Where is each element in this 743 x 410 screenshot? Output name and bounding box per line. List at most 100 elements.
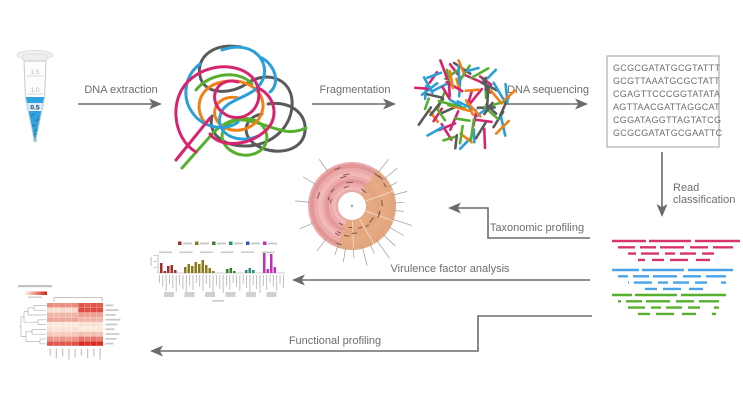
heatmap-col-label-smudge — [68, 348, 70, 360]
heatmap-cell — [78, 326, 85, 332]
heatmap-col-label-smudge — [55, 348, 58, 359]
bar — [163, 271, 166, 273]
bar — [191, 266, 194, 273]
heatmap-col-label-smudge — [80, 348, 83, 356]
bar — [160, 263, 163, 273]
heatmap-col-label-smudge — [74, 348, 76, 358]
bar — [273, 267, 276, 273]
dna-fragment-segment — [485, 103, 498, 115]
sequence-box-border — [606, 55, 720, 148]
heatmap-cell — [84, 326, 91, 332]
heatmap-cell — [90, 307, 97, 313]
bar-xlabel-smudge — [249, 275, 251, 292]
bar-legend-text-smudge — [251, 242, 260, 245]
functional-profiling-label: Functional profiling — [289, 335, 381, 347]
heatmap-cell — [72, 326, 79, 332]
dna-fragment-segment — [439, 59, 449, 81]
taxo-tick — [330, 188, 335, 193]
bar — [187, 264, 190, 273]
bar-ytick-smudge — [153, 255, 157, 256]
heatmap-col-bracket — [53, 297, 103, 302]
heatmap-col-label-smudge — [99, 348, 101, 360]
taxo-tick — [346, 181, 354, 184]
heatmap-cell — [59, 317, 66, 322]
bar-xlabel-smudge — [279, 275, 281, 284]
heatmap-cell — [59, 322, 66, 327]
bar — [170, 265, 173, 273]
dna-fragment-segment — [492, 81, 505, 101]
read-classification-label-line2: classification — [673, 194, 735, 206]
bar-xlabel-smudge — [266, 275, 268, 290]
wedge-divider — [365, 190, 394, 202]
taxo-callout-line — [295, 200, 311, 203]
dna-fragment-segment — [436, 108, 447, 122]
heatmap-cell — [78, 317, 85, 322]
dna-fragment-segment — [466, 102, 482, 118]
bar-legend-swatch — [246, 241, 250, 245]
heatmap-cell — [53, 341, 60, 346]
bar-xlabel-smudge — [246, 275, 247, 288]
dna-fragment-segment — [494, 119, 510, 135]
dna-fragment-segment — [432, 107, 444, 123]
heatmap-cell — [78, 341, 85, 346]
dna-sequencing-label: DNA sequencing — [507, 84, 589, 96]
heatmap-cell — [47, 312, 54, 318]
taxo-callout-line — [391, 218, 412, 226]
bar-xlabel-smudge — [236, 275, 237, 287]
bar-xlabel-smudge — [175, 275, 177, 292]
heatmap-cell — [47, 317, 54, 322]
bar — [248, 268, 251, 273]
heatmap-row-label-smudge — [105, 333, 120, 335]
heatmap-cell — [90, 303, 97, 308]
heatmap-cell — [97, 303, 104, 308]
heatmap-cell — [72, 322, 79, 327]
taxo-tick — [329, 198, 332, 204]
bar-xlabel-smudge — [172, 275, 174, 288]
heatmap-cell — [65, 303, 72, 308]
heatmap-cell — [53, 307, 60, 313]
bar-xlabel-smudge — [162, 275, 164, 287]
bar-xlabel-smudge — [215, 275, 217, 285]
bar-legend-swatch — [195, 241, 199, 245]
read-classification-label-line1: Read — [673, 182, 699, 194]
taxo-tick — [365, 224, 369, 228]
bar-xlabel-smudge2 — [246, 292, 256, 297]
heatmap-cell — [97, 336, 104, 342]
heatmap-cell — [72, 336, 79, 342]
bar — [270, 254, 273, 273]
heatmap-cell — [72, 317, 79, 322]
bar-legend-text-smudge — [183, 242, 192, 245]
taxo-callout-line — [299, 222, 314, 230]
dna-fragment-segment — [441, 85, 452, 101]
dna-fragment-segment — [442, 135, 457, 142]
heatmap-cell — [97, 317, 104, 322]
heatmap-cell — [78, 312, 85, 318]
dna-fragment-segment — [483, 101, 494, 116]
bar-xlabel-smudge — [185, 275, 187, 293]
taxo-callout-line — [318, 159, 329, 172]
wedge-divider — [352, 220, 354, 250]
taxo-tick — [377, 211, 381, 218]
dna-fragment-segment — [450, 104, 471, 113]
wedge-divider — [365, 210, 394, 222]
bar-ytick-smudge — [153, 261, 157, 262]
bar-xlabel-smudge — [226, 275, 227, 286]
dna-fragment-segment — [454, 133, 459, 150]
taxo-tick — [343, 173, 350, 176]
bar — [266, 269, 269, 273]
sequence-line: GCGTTAAATGCGCTATT — [613, 76, 720, 86]
heatmap-cell — [78, 307, 85, 313]
bar — [198, 264, 201, 273]
heatmap-dendrogram — [19, 305, 46, 345]
heatmap-cell — [53, 312, 60, 318]
dna-fragment-segment — [448, 63, 460, 77]
heatmap-col-label-smudge — [62, 348, 64, 357]
heatmap-cell — [47, 336, 54, 342]
dna-fragment-segment — [469, 67, 490, 80]
bar-xlabel-smudge — [262, 275, 264, 286]
taxo-callout-line — [343, 247, 346, 263]
taxo-tick — [336, 231, 342, 234]
bar-xlabel-smudge — [242, 275, 244, 284]
heatmap-row-label-smudge — [105, 318, 121, 321]
